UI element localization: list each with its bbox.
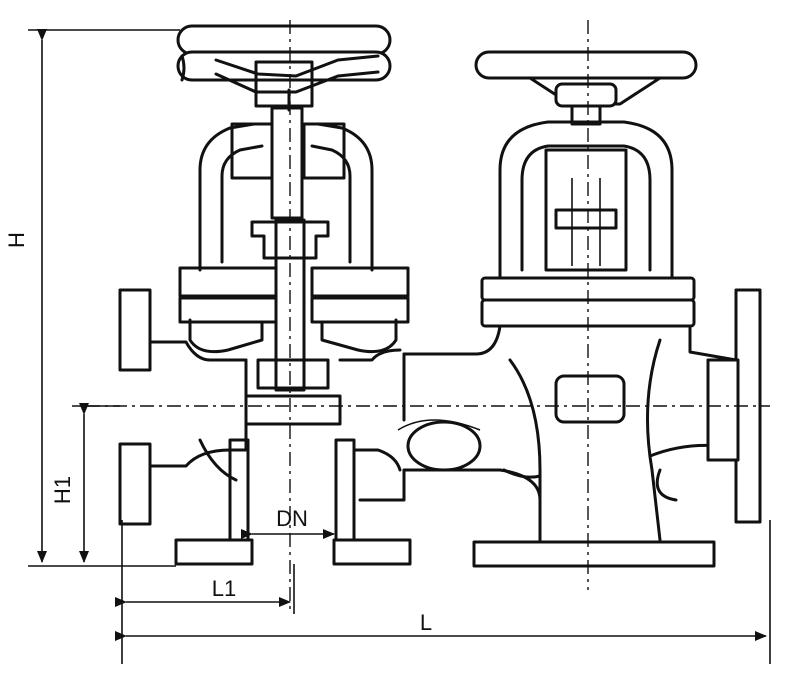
dimension-lines: H H1 DN L1 L xyxy=(4,29,771,664)
label-H: H xyxy=(4,232,29,248)
label-L1: L1 xyxy=(212,576,236,601)
label-DN: DN xyxy=(276,506,308,531)
left-side-flange xyxy=(118,288,248,526)
right-bottom-flange xyxy=(472,540,716,568)
right-valve-view xyxy=(86,20,770,590)
left-body xyxy=(174,348,412,566)
left-valve-section xyxy=(118,20,412,610)
left-disc xyxy=(244,358,342,426)
label-L: L xyxy=(420,610,432,635)
left-handwheel xyxy=(176,24,392,108)
left-yoke xyxy=(198,122,374,272)
label-H1: H1 xyxy=(50,476,75,504)
right-handwheel xyxy=(474,50,698,126)
right-yoke xyxy=(498,120,674,280)
left-bonnet-flange xyxy=(178,266,410,354)
connecting-passage xyxy=(358,352,542,502)
